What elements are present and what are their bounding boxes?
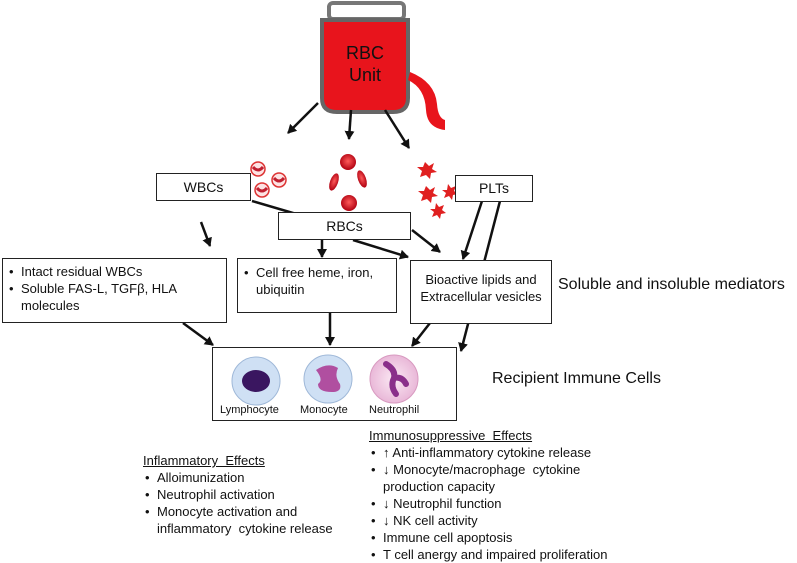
bag-label: RBC Unit — [322, 42, 408, 86]
rbc-bag-illustration — [320, 1, 445, 130]
rbcs-label: RBCs — [326, 217, 363, 234]
neutrophil-label: Neutrophil — [369, 404, 420, 416]
rbc-mediators-box: Cell free heme, iron, ubiquitin — [237, 258, 397, 313]
immunosuppressive-effects: Immunosuppressive Effects ↑ Anti-inflamm… — [369, 427, 634, 563]
rbcs-box: RBCs — [278, 212, 411, 240]
rbc-mediator-item: Cell free heme, iron, ubiquitin — [242, 264, 392, 298]
lymphocyte-illustration — [231, 356, 281, 406]
bag-label-line1: RBC — [345, 43, 384, 63]
plts-box: PLTs — [455, 175, 533, 202]
wbc-mediator-item: Intact residual WBCs — [7, 263, 222, 280]
immunosuppressive-item: ↓ NK cell activity — [369, 512, 634, 529]
mediators-label: Soluble and insoluble mediators — [558, 276, 785, 293]
wbcs-label: WBCs — [183, 178, 224, 195]
immunosuppressive-item: ↑ Anti-inflammatory cytokine release — [369, 444, 634, 461]
immune-cells-box — [212, 347, 457, 421]
neutrophil-illustration — [369, 354, 419, 404]
wbc-icons — [250, 161, 287, 198]
recipient-label: Recipient Immune Cells — [492, 370, 661, 387]
rbc-mediators-list: Cell free heme, iron, ubiquitin — [242, 264, 392, 298]
immunosuppressive-heading: Immunosuppressive Effects — [369, 428, 533, 443]
monocyte-illustration — [303, 354, 353, 404]
immunosuppressive-item: ↓ Monocyte/macrophage cytokine productio… — [369, 461, 634, 495]
bag-label-line2: Unit — [348, 65, 381, 85]
immunosuppressive-item: T cell anergy and impaired proliferation — [369, 546, 634, 563]
inflammatory-item: Neutrophil activation — [143, 486, 358, 503]
immunosuppressive-item: ↓ Neutrophil function — [369, 495, 634, 512]
wbcs-box: WBCs — [156, 173, 251, 201]
inflammatory-item: Alloimunization — [143, 469, 358, 486]
inflammatory-item: Monocyte activation and inflammatory cyt… — [143, 503, 358, 537]
lymphocyte-label: Lymphocyte — [220, 404, 279, 416]
rbc-icons — [329, 154, 367, 211]
plts-label: PLTs — [478, 180, 510, 196]
monocyte-label: Monocyte — [300, 404, 348, 416]
wbc-mediators-list: Intact residual WBCs Soluble FAS-L, TGFβ… — [7, 263, 222, 314]
platelet-icons — [417, 162, 458, 219]
lipid-mediators-line1: Bioactive lipids and — [425, 272, 537, 287]
wbc-mediators-box: Intact residual WBCs Soluble FAS-L, TGFβ… — [2, 258, 227, 323]
lipid-mediators-box: Bioactive lipids and Extracellular vesic… — [410, 260, 552, 324]
wbc-mediator-item: Soluble FAS-L, TGFβ, HLA molecules — [7, 280, 222, 314]
immunosuppressive-item: Immune cell apoptosis — [369, 529, 634, 546]
inflammatory-heading: Inflammatory Effects — [143, 453, 265, 468]
inflammatory-list: Alloimunization Neutrophil activation Mo… — [143, 469, 358, 537]
lipid-mediators-line2: Extracellular vesicles — [420, 289, 542, 304]
immunosuppressive-list: ↑ Anti-inflammatory cytokine release ↓ M… — [369, 444, 634, 563]
inflammatory-effects: Inflammatory Effects Alloimunization Neu… — [143, 452, 358, 537]
